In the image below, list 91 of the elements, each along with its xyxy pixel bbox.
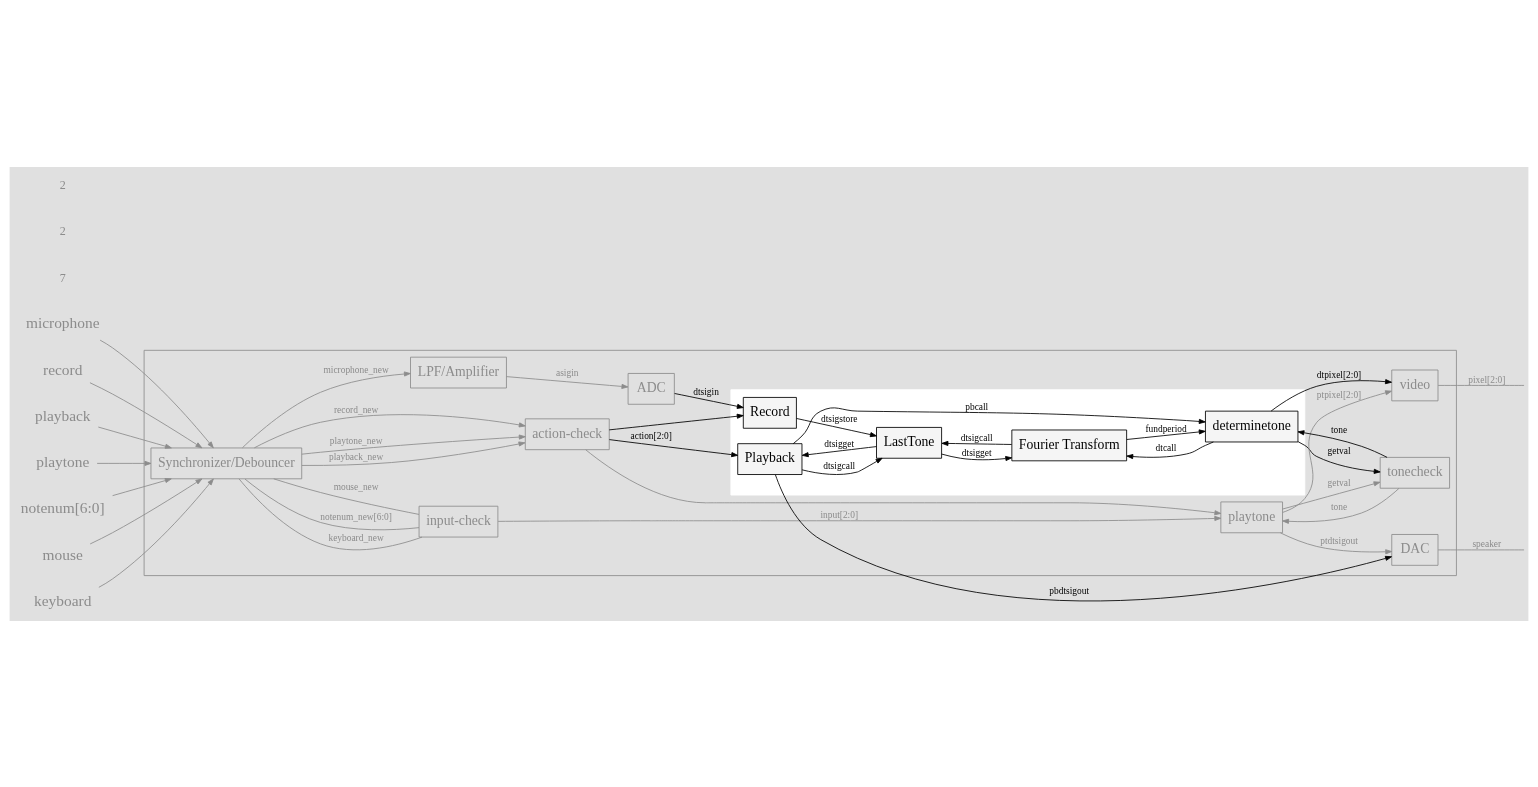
node-box: action-check (524, 417, 610, 450)
arrow (301, 440, 526, 466)
arrow (97, 426, 172, 449)
edge-label: dtpixel[2:0] (1316, 369, 1362, 380)
node-text: playback (34, 406, 91, 424)
node-box: Synchronizer/Debouncer (150, 447, 303, 479)
arrow (941, 440, 1013, 446)
connector (244, 478, 420, 530)
arrow (506, 375, 629, 389)
node-text: keyboard (34, 591, 92, 609)
connector (1437, 384, 1525, 386)
edge-label: ptdtsigout (1320, 535, 1358, 546)
arrow (497, 515, 1222, 522)
node-text: mouse (42, 545, 83, 563)
arrow (1282, 389, 1392, 513)
edge-label: pbcall (965, 401, 989, 412)
arrow (1270, 378, 1392, 411)
arrow (89, 478, 203, 544)
arrow (585, 448, 1222, 515)
connector (1437, 548, 1525, 550)
arrow (1282, 487, 1400, 524)
node-box: playtone (1220, 501, 1283, 533)
edge-label: playtone_new (329, 435, 383, 446)
arrow (801, 445, 877, 457)
connector (273, 477, 420, 515)
arrow (1297, 440, 1381, 474)
edge-label: tone (1330, 501, 1348, 512)
edge-label: asigin (556, 367, 579, 378)
arrow (1126, 441, 1214, 459)
node-text: notenum[6:0] (20, 498, 105, 516)
label: 7 (59, 270, 66, 285)
edge-label: notenum_new[6:0] (320, 511, 392, 522)
node-text: record (43, 360, 83, 378)
edge-label: playback_new (328, 451, 384, 462)
arrow (801, 457, 883, 475)
edge-label: dtsigin (693, 386, 719, 397)
node-box: Fourier Transform (1011, 429, 1128, 461)
edge-label: record_new (333, 404, 379, 415)
edge-label: dtsigget (961, 447, 992, 457)
arrow (792, 406, 1206, 444)
edge-label: keyboard_new (328, 532, 384, 543)
node-box: determinetone (1205, 410, 1299, 442)
arrow (775, 473, 1392, 601)
edge-label: dtsigstore (820, 413, 858, 424)
arrow (796, 417, 877, 437)
edge-label: dtsigcall (960, 432, 993, 443)
edge-label: ptpixel[2:0] (1316, 389, 1362, 400)
arrow (608, 413, 744, 430)
node-box: video (1391, 369, 1439, 401)
label: 2 (59, 177, 66, 192)
arrow (98, 478, 214, 588)
node-box: Playback (737, 442, 803, 475)
node-box: DAC (1391, 533, 1439, 566)
edge-label: fundperiod (1145, 423, 1187, 434)
arrow (112, 477, 172, 496)
edge-label: mouse_new (333, 481, 379, 492)
edge-label: dtcall (1155, 442, 1177, 453)
node-text: microphone (25, 313, 100, 331)
arrow (609, 438, 739, 457)
arrow (941, 453, 1013, 461)
arrow (1126, 428, 1206, 440)
label: 2 (59, 223, 66, 238)
edge-label: getval (1327, 477, 1351, 488)
arrow (1280, 531, 1393, 554)
edge-label: action[2:0] (630, 430, 672, 441)
node-box: ADC (627, 372, 675, 405)
arrow (253, 413, 526, 448)
arrow (96, 460, 152, 466)
connector (238, 477, 423, 550)
edge-label: microphone_new (323, 364, 389, 375)
node-box: tonecheck (1379, 456, 1450, 489)
node-text: playtone (36, 452, 90, 470)
node-box: LPF/Amplifier (410, 356, 507, 388)
arrow (674, 392, 744, 409)
arrow (99, 339, 214, 448)
edge-label: getval (1327, 445, 1351, 456)
edge-label: pixel[2:0] (1468, 374, 1506, 385)
node-box: Record (742, 396, 797, 429)
node-box: LastTone (876, 426, 943, 459)
edge-label: speaker (1472, 538, 1502, 549)
arrow (1282, 480, 1381, 509)
node-box: input-check (418, 505, 499, 537)
arrow (1297, 429, 1388, 458)
edge-label: pbdtsigout (1049, 585, 1090, 596)
edge-label: tone (1330, 424, 1348, 435)
arrow (301, 434, 526, 455)
arrow (242, 370, 411, 448)
edge-label: dtsigget (824, 438, 855, 449)
edge-label: input[2:0] (820, 509, 859, 520)
arrow (89, 381, 203, 448)
edge-label: dtsigcall (823, 460, 856, 471)
